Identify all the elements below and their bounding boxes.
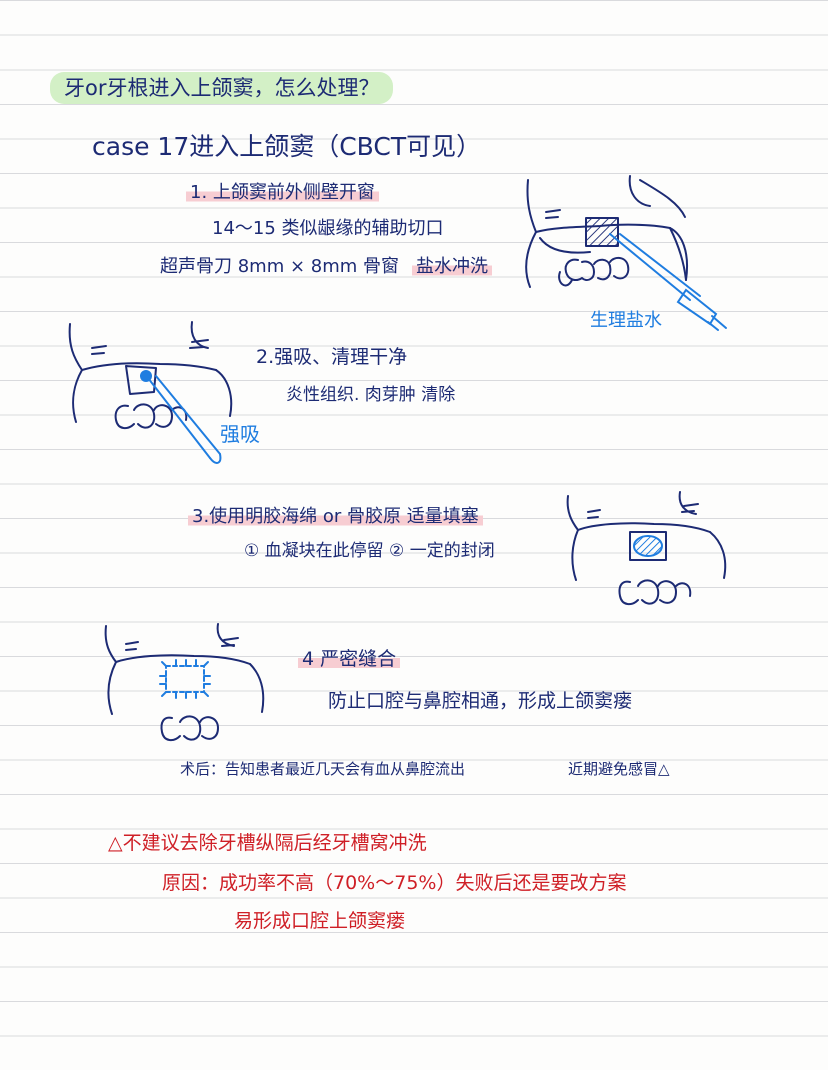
warning-line-2: 原因：成功率不高（70%～75%）失败后还是要改方案: [162, 872, 627, 894]
figure-1-window-saline-flush: [525, 175, 727, 331]
step-4-line-1: 防止口腔与鼻腔相通，形成上颌窦瘘: [328, 690, 633, 712]
step-1-line-2: 超声骨刀 8mm × 8mm 骨窗: [160, 256, 400, 277]
step-1-heading-text: 1. 上颌窦前外侧壁开窗: [186, 182, 379, 203]
step-1-note: 盐水冲洗: [412, 256, 492, 277]
figure-2-strong-suction: [68, 321, 233, 464]
figure-4-tight-suture: [104, 623, 265, 742]
step-3-line-1: ① 血凝块在此停留 ② 一定的封闭: [244, 541, 495, 561]
warning-line-1: △不建议去除牙槽纵隔后经牙槽窝冲洗: [108, 832, 427, 854]
step-1-line-1: 14～15 类似龈缘的辅助切口: [212, 218, 444, 239]
step-3-heading-text: 3.使用明胶海绵 or 骨胶原 适量填塞: [188, 506, 483, 527]
figure-3-gelatin-sponge-packing: [566, 491, 727, 606]
step-1-note-text: 盐水冲洗: [412, 256, 492, 277]
step-4-heading-text: 4 严密缝合: [298, 648, 401, 670]
page-title-text: 牙or牙根进入上颌窦，怎么处理？: [50, 72, 394, 104]
step-4-heading: 4 严密缝合: [298, 648, 401, 670]
warning-line-3: 易形成口腔上颌窦瘘: [234, 910, 406, 932]
figure-1-label: 生理盐水: [590, 310, 662, 331]
step-2-line-1: 炎性组织. 肉芽肿 清除: [286, 385, 456, 405]
figure-2-label: 强吸: [220, 422, 260, 446]
postop-right: 近期避免感冒△: [568, 760, 670, 778]
page-title: 牙or牙根进入上颌窦，怎么处理？: [50, 72, 394, 104]
postop-left: 术后：告知患者最近几天会有血从鼻腔流出: [180, 760, 466, 778]
case-line: case 17进入上颌窦（CBCT可见）: [92, 132, 482, 161]
step-2-heading: 2.强吸、清理干净: [256, 346, 408, 368]
step-1-heading: 1. 上颌窦前外侧壁开窗: [186, 182, 379, 203]
step-3-heading: 3.使用明胶海绵 or 骨胶原 适量填塞: [188, 506, 483, 527]
